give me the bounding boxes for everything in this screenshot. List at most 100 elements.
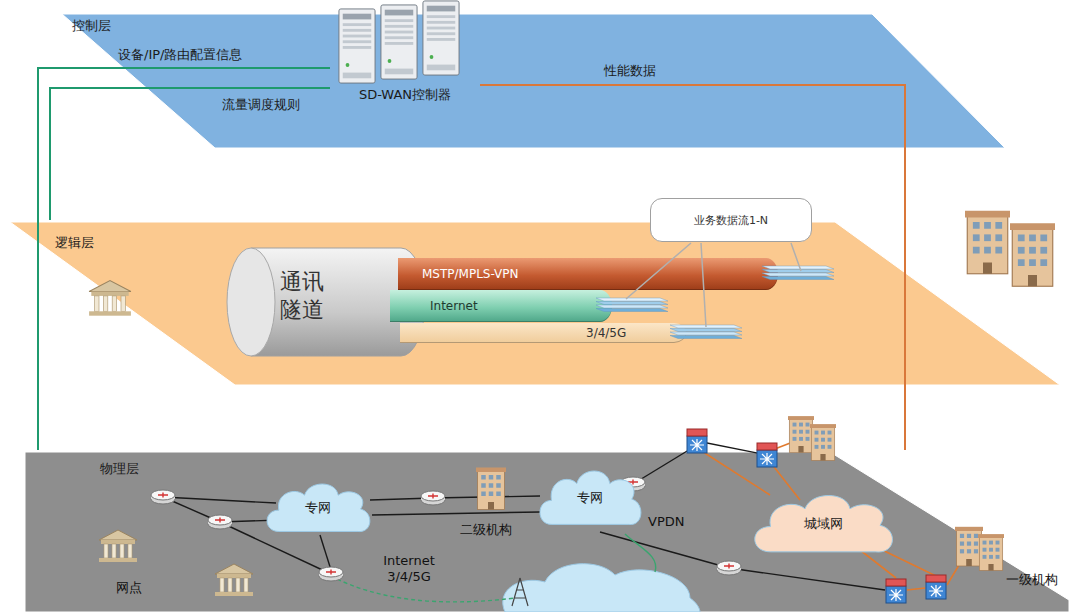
switch-icon (757, 443, 777, 467)
place-label: 二级机构 (460, 522, 512, 538)
leader-line (626, 243, 801, 327)
link-pipe: 3/4/5G (400, 323, 686, 343)
building-icon (476, 468, 506, 510)
label-holder: 网点 (116, 580, 142, 596)
switch-icon (687, 429, 707, 453)
flow-ribbon (596, 305, 668, 308)
layer-plane-fill (10, 222, 1060, 385)
label-holder: 一级机构 (1006, 572, 1058, 588)
cloud-label: 专网 (305, 499, 331, 517)
router-icon (319, 567, 343, 581)
building-icon (1010, 223, 1055, 286)
flow-ribbon (670, 329, 742, 332)
link-line (729, 568, 885, 590)
flow-ribbon (762, 266, 834, 269)
layer-plane: 控制层 SD-WAN控制器 (20, 0, 1010, 150)
flow-ribbon (670, 336, 742, 339)
internet-cloud (503, 564, 700, 612)
link-line (600, 532, 729, 568)
flow-ribbon (762, 277, 834, 280)
flow-ribbon (762, 270, 834, 273)
layer-plane-fill (25, 452, 1069, 612)
flow-ribbon (670, 332, 742, 335)
network-cloud: 专网 (262, 476, 374, 540)
callout-bubble: 业务数据流1-N (650, 198, 812, 242)
layer-plane: 逻辑层通讯 隧道 MSTP/MPLS-VPN Internet 3/4/5G (10, 220, 1060, 387)
cloud-label: 城域网 (804, 515, 843, 533)
server-icon (423, 1, 459, 75)
layer-title: 逻辑层 (55, 234, 94, 252)
server-icon (339, 9, 375, 83)
link-line (163, 497, 276, 503)
vpdn-link (625, 534, 656, 572)
controller-label: SD-WAN控制器 (359, 86, 451, 104)
bank-icon (99, 530, 137, 562)
building-icon (810, 424, 836, 460)
place-label: Internet 3/4/5G (376, 553, 442, 586)
cloud-outline (755, 496, 893, 553)
flow-label: 性能数据 (604, 63, 656, 78)
routers (151, 477, 741, 581)
flow-label: 流量调度规则 (222, 97, 300, 112)
router-icon (151, 490, 175, 504)
flow-ribbon (596, 302, 668, 305)
layer-title: 控制层 (72, 17, 111, 35)
pipe-label: Internet (430, 299, 478, 313)
edge-label-holder: 性能数据 (604, 60, 656, 80)
label-holder: VPDN (648, 514, 684, 530)
building-icon (978, 534, 1004, 570)
flow-label: 设备/IP/路由配置信息 (118, 47, 242, 62)
place-label: VPDN (648, 514, 684, 530)
radio-tower (512, 578, 528, 606)
bank-icon (215, 564, 253, 596)
callout-text: 业务数据流1-N (694, 213, 768, 228)
building-icon (955, 527, 983, 566)
edge-label-holder: 设备/IP/路由配置信息 (118, 44, 242, 64)
building-icon (965, 211, 1010, 274)
place-label: 一级机构 (1006, 572, 1058, 588)
layer-plane-fill (62, 14, 1005, 148)
server-icon (381, 5, 417, 79)
flow-ribbon (596, 309, 668, 312)
network-cloud: 专网 (535, 462, 645, 534)
data-flow-ribbons (670, 325, 744, 341)
switch-icon (926, 575, 946, 599)
layer-plane-shape (20, 0, 1010, 150)
flow-ribbon (596, 298, 668, 301)
metro-links (697, 440, 962, 590)
switch-icon (886, 579, 906, 603)
layer-plane-shape (25, 450, 1069, 612)
router-icon (421, 491, 445, 505)
data-flow-ribbons (596, 298, 670, 314)
bank-icon (89, 281, 131, 316)
control-link (50, 88, 330, 220)
switches (687, 429, 946, 603)
layer-plane: 物理层专网专网城域网 (25, 450, 1069, 612)
pipe-label: MSTP/MPLS-VPN (422, 267, 519, 281)
network-cloud: 城域网 (748, 486, 898, 562)
label-holder: Internet 3/4/5G (376, 553, 442, 586)
controller-box: SD-WAN控制器 (330, 0, 480, 112)
layer-title: 物理层 (100, 460, 139, 478)
tunnel-label: 通讯 隧道 (280, 268, 331, 323)
link-line (372, 512, 540, 515)
router-icon (208, 515, 232, 529)
cloud-outline (267, 484, 370, 532)
physical-buildings (99, 416, 1004, 596)
tunnel-mouth (227, 248, 275, 356)
flow-ribbon (762, 273, 834, 276)
building-icon (788, 416, 814, 452)
link-pipe: Internet (390, 290, 612, 322)
edge-label-holder: 流量调度规则 (222, 94, 300, 114)
link-line (320, 535, 331, 570)
cloud-outline (540, 471, 641, 525)
fiber-line (907, 588, 925, 590)
router-icon (717, 561, 741, 575)
place-label: 网点 (116, 580, 142, 596)
controller-servers (339, 1, 459, 83)
data-flow-ribbons (762, 266, 836, 282)
pipe-label: 3/4/5G (586, 326, 626, 340)
link-pipe: MSTP/MPLS-VPN (398, 258, 778, 290)
cloud-label: 专网 (577, 489, 603, 507)
label-holder: 二级机构 (460, 522, 512, 538)
